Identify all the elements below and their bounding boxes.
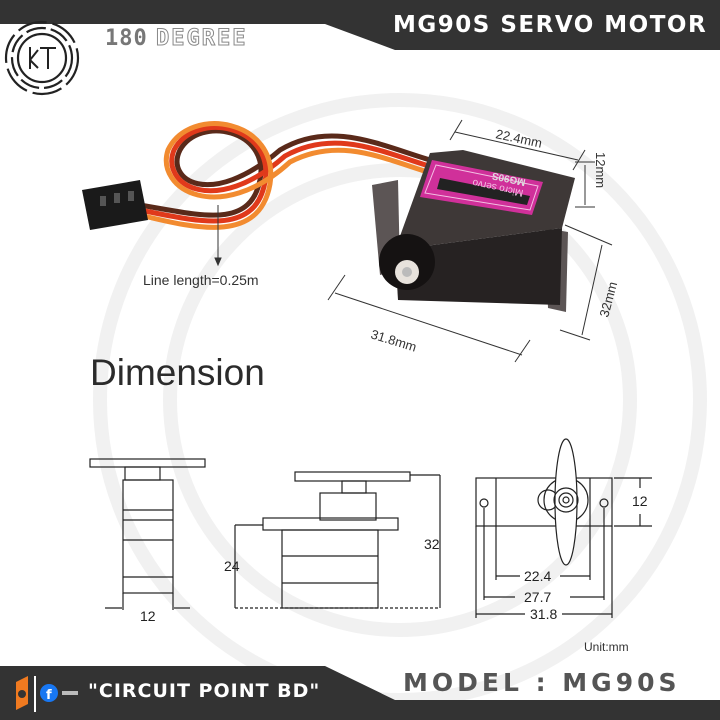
angle-number: 180 bbox=[105, 26, 148, 51]
top-view-drawing bbox=[475, 438, 652, 618]
side-view-drawing bbox=[89, 458, 206, 610]
top-depth-label: 12 bbox=[632, 493, 648, 509]
top-holes-label: 27.7 bbox=[524, 589, 551, 605]
brand-name: "CIRCUIT POINT BD" bbox=[88, 680, 321, 702]
front-view-drawing bbox=[234, 471, 441, 609]
angle-word: DEGREE bbox=[155, 26, 248, 52]
top-body-label: 22.4 bbox=[524, 568, 551, 584]
servo-photo bbox=[372, 150, 575, 312]
section-title: Dimension bbox=[90, 352, 265, 393]
side-width-label: 12 bbox=[140, 608, 156, 624]
cable-length-note: Line length=0.25m bbox=[143, 272, 259, 288]
unit-label: Unit:mm bbox=[584, 640, 629, 654]
top-total-label: 31.8 bbox=[530, 606, 557, 622]
photo-dimension-lines bbox=[327, 119, 613, 363]
facebook-icon: f bbox=[40, 684, 78, 703]
brand-logo-icon bbox=[16, 676, 36, 712]
dim-length-label: 31.8mm bbox=[369, 327, 418, 355]
top-view-drawing-text: 22.4 27.7 31.8 12 bbox=[524, 493, 648, 622]
servo-cable bbox=[137, 121, 437, 230]
connector-plug bbox=[82, 180, 148, 230]
kt-logo bbox=[4, 20, 80, 96]
page-title: MG90S SERVO MOTOR bbox=[393, 12, 708, 38]
front-body-height-label: 24 bbox=[224, 558, 240, 574]
header-bar bbox=[0, 0, 720, 50]
model-label: MODEL : MG90S bbox=[403, 668, 681, 697]
footer-bar bbox=[0, 666, 720, 720]
front-total-height-label: 32 bbox=[424, 536, 440, 552]
dim-height-top-label: 12mm bbox=[593, 152, 608, 188]
cable-leader-line bbox=[214, 205, 222, 267]
svg-text:f: f bbox=[46, 688, 52, 703]
